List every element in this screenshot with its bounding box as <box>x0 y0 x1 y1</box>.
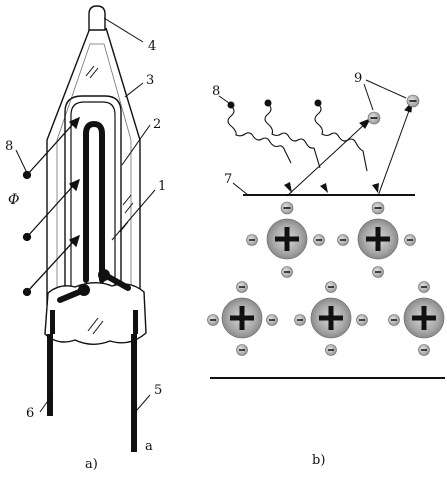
glass-hatch <box>85 65 134 233</box>
emitted-electron-paths <box>286 100 413 197</box>
leader-lines-a <box>15 17 156 413</box>
base-hatch <box>87 317 104 335</box>
emitted-electron-1 <box>367 111 381 125</box>
tube-base <box>44 282 147 345</box>
emitted-electron-2 <box>406 94 420 108</box>
photon-rays <box>227 103 368 172</box>
label-7: 7 <box>224 172 232 187</box>
flux-symbol: Φ <box>8 192 19 208</box>
positive-ion-5 <box>403 297 445 339</box>
lead-5 <box>131 334 137 452</box>
lead-seal-left <box>50 310 55 334</box>
weld-right <box>98 269 110 281</box>
label-terminal-a: a <box>145 439 153 454</box>
label-6: 6 <box>26 406 34 421</box>
positive-ion-3 <box>221 297 263 339</box>
lead-6 <box>47 334 53 416</box>
weld-left <box>78 284 90 296</box>
label-4: 4 <box>148 39 156 54</box>
photon-arrowheads <box>284 182 379 193</box>
label-1: 1 <box>158 179 166 194</box>
surface-electron-1 <box>280 201 294 215</box>
anode-rod <box>83 120 105 283</box>
label-5: 5 <box>154 383 162 398</box>
label-8-b: 8 <box>212 84 220 99</box>
positive-ion-2 <box>357 218 399 260</box>
lead-seal-right <box>133 310 138 334</box>
panel-b-photoemission: 7 8 9 <box>207 71 445 468</box>
label-8-a: 8 <box>5 139 13 154</box>
surface-electron-2 <box>371 201 385 215</box>
label-9: 9 <box>354 71 362 86</box>
label-3: 3 <box>146 73 154 88</box>
incident-light-arrows <box>22 116 81 297</box>
leader-8-b <box>218 95 230 104</box>
leader-9b <box>365 79 407 99</box>
label-2: 2 <box>153 117 161 132</box>
bulb-tip <box>88 5 106 31</box>
leader-7 <box>232 182 249 196</box>
bound-electrons <box>207 234 430 356</box>
cathode-outer <box>64 95 122 290</box>
caption-b: b) <box>312 453 325 468</box>
panel-a-phototube: 4 3 2 1 8 Φ 5 6 a a) <box>5 5 166 472</box>
positive-ion-1 <box>266 218 308 260</box>
leader-9a <box>363 83 374 111</box>
positive-ion-4 <box>310 297 352 339</box>
glass-bulb-inner <box>56 43 132 300</box>
photon-sources <box>227 99 322 109</box>
cathode-inner <box>70 101 116 290</box>
caption-a: a) <box>85 457 98 472</box>
glass-bulb-outer <box>46 27 141 305</box>
